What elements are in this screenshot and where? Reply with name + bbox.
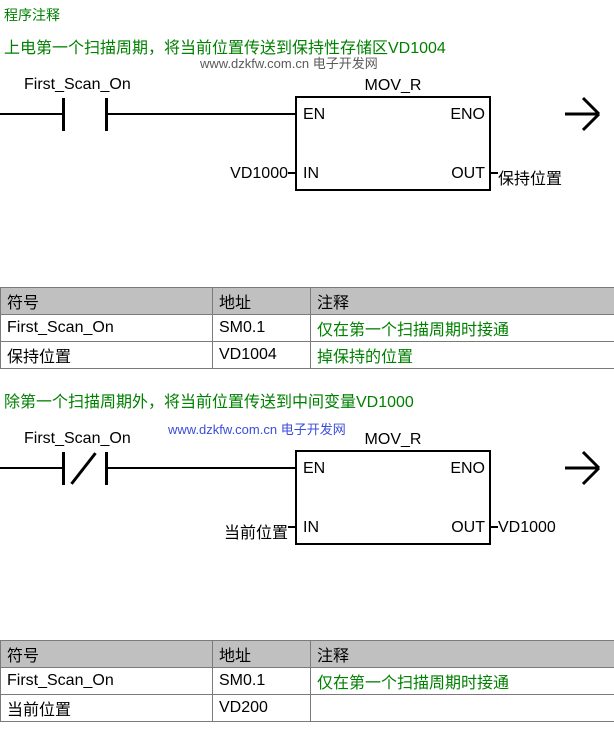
address-cell[interactable]: SM0.1 [212,314,311,342]
symbol-table-2: 符号 地址 注释 First_Scan_On SM0.1 仅在第一个扫描周期时接… [0,640,614,722]
col-header-symbol: 符号 [0,640,213,668]
table-row: 保持位置 VD1004 掉保持的位置 [0,341,614,369]
pin-out-network1: OUT [451,165,485,182]
no-contact-first-scan-on[interactable] [62,98,108,131]
in-operand-network1[interactable]: VD1000 [230,165,288,182]
symbol-cell[interactable]: 保持位置 [0,341,213,369]
pin-in-network1: IN [303,165,319,182]
col-header-comment: 注释 [310,287,614,315]
watermark-text-top: www.dzkfw.com.cn 电子开发网 [200,56,378,71]
symbol-table-2-header-row: 符号 地址 注释 [0,640,614,668]
comment-cell[interactable]: 仅在第一个扫描周期时接通 [310,314,614,342]
address-cell[interactable]: SM0.1 [212,667,311,695]
network2-comment: 除第一个扫描周期外，将当前位置传送到中间变量VD1000 [4,394,414,411]
address-cell[interactable]: VD200 [212,694,311,722]
table-row: 当前位置 VD200 [0,694,614,722]
wire-left-network2 [0,467,62,469]
wire-mid-network2 [108,467,295,469]
mov-r-title-network2: MOV_R [364,431,422,448]
comment-cell[interactable]: 仅在第一个扫描周期时接通 [310,667,614,695]
col-header-address: 地址 [212,640,311,668]
normally-closed-slash [70,452,97,485]
contact-bar-right [105,452,108,485]
watermark-text-middle: www.dzkfw.com.cn 电子开发网 [168,422,346,437]
pin-en-network1: EN [303,106,326,123]
pin-eno-network2: ENO [450,460,485,477]
symbol-cell[interactable]: 当前位置 [0,694,213,722]
table-row: First_Scan_On SM0.1 仅在第一个扫描周期时接通 [0,314,614,342]
col-header-comment: 注释 [310,640,614,668]
table-row: First_Scan_On SM0.1 仅在第一个扫描周期时接通 [0,667,614,695]
pin-in-network2: IN [303,519,319,536]
in-operand-network2[interactable]: 当前位置 [223,525,288,542]
wire-out-stub-network1 [491,172,498,174]
symbol-cell[interactable]: First_Scan_On [0,667,213,695]
comment-cell[interactable] [310,694,614,722]
symbol-table-1-header-row: 符号 地址 注释 [0,287,614,315]
symbol-table-1: 符号 地址 注释 First_Scan_On SM0.1 仅在第一个扫描周期时接… [0,287,614,369]
mov-r-box-network1[interactable] [295,96,491,191]
out-operand-network2[interactable]: VD1000 [498,519,556,536]
col-header-symbol: 符号 [0,287,213,315]
contact-bar-right [105,98,108,131]
mov-r-title-network1: MOV_R [364,77,422,94]
wire-left-network1 [0,113,62,115]
symbol-cell[interactable]: First_Scan_On [0,314,213,342]
contact-bar-left [62,98,65,131]
wire-mid-network1 [108,113,295,115]
program-comment-title: 程序注释 [4,7,60,23]
out-operand-network1[interactable]: 保持位置 [498,171,563,188]
network1-comment: 上电第一个扫描周期，将当前位置传送到保持性存储区VD1004 [4,40,446,57]
pin-en-network2: EN [303,460,326,477]
wire-in-stub-network2 [288,526,295,528]
mov-r-box-network2[interactable] [295,450,491,545]
pin-out-network2: OUT [451,519,485,536]
rung-continue-arrow-icon [565,96,601,132]
comment-cell[interactable]: 掉保持的位置 [310,341,614,369]
wire-out-stub-network2 [491,526,498,528]
nc-contact-first-scan-on[interactable] [62,452,108,485]
rung-continue-arrow-icon [565,450,601,486]
pin-eno-network1: ENO [450,106,485,123]
col-header-address: 地址 [212,287,311,315]
contact-label-network1: First_Scan_On [24,76,131,93]
contact-label-network2: First_Scan_On [24,430,131,447]
contact-bar-left [62,452,65,485]
wire-in-stub-network1 [288,172,295,174]
address-cell[interactable]: VD1004 [212,341,311,369]
